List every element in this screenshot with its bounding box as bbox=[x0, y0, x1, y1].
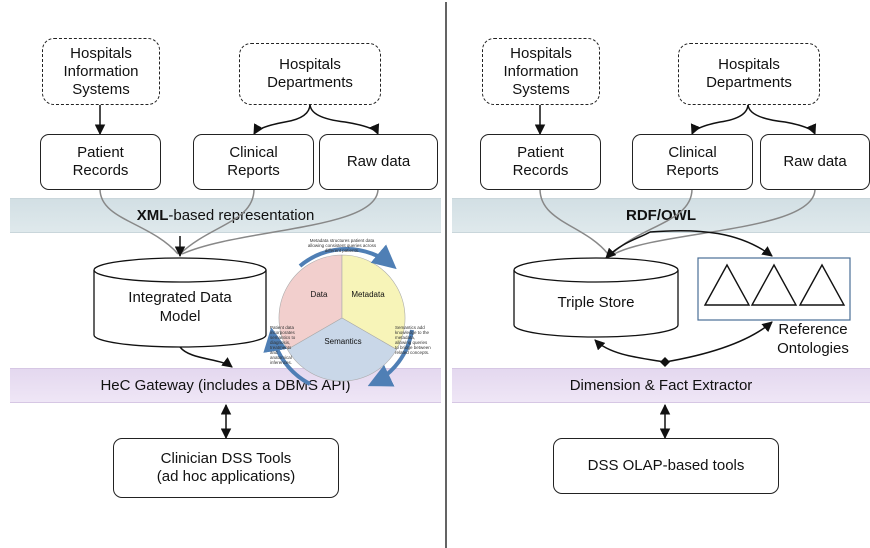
cycle-segment-metadata bbox=[341, 254, 406, 350]
cycle-note-top: Metadata structures patient data allowin… bbox=[307, 238, 377, 253]
left-dss-tools-box: Clinician DSS Tools (ad hoc applications… bbox=[113, 438, 339, 498]
right-raw-data-box: Raw data bbox=[760, 134, 870, 190]
xml-representation-band: XML-based representation bbox=[10, 198, 441, 233]
right-his-box: Hospitals Information Systems bbox=[482, 38, 600, 105]
cycle-note-right: Semantics add knowledge to the metadata,… bbox=[395, 325, 431, 355]
cycle-label-semantics: Semantics bbox=[324, 337, 362, 346]
triple-store-cylinder bbox=[513, 257, 679, 338]
cycle-label-data: Data bbox=[310, 290, 328, 299]
left-clinical-reports-box: Clinical Reports bbox=[193, 134, 314, 190]
xml-band-text: -based representation bbox=[168, 207, 315, 224]
ontology-triangle-2 bbox=[750, 263, 798, 306]
right-departments-box: Hospitals Departments bbox=[678, 43, 820, 105]
gray-curve-patient-r bbox=[539, 188, 609, 255]
arrow-to-triple-store bbox=[605, 231, 651, 259]
rdf-band-text: RDF/OWL bbox=[626, 207, 696, 224]
xml-band-bold: XML bbox=[136, 207, 169, 224]
cycle-arrow-right bbox=[367, 329, 414, 387]
ontology-triangle-1 bbox=[703, 263, 751, 306]
right-dss-tools-box: DSS OLAP-based tools bbox=[553, 438, 779, 494]
left-his-box: Hospitals Information Systems bbox=[42, 38, 160, 105]
gray-curve-patient bbox=[99, 188, 179, 255]
arrow-model-to-gateway bbox=[179, 346, 233, 368]
right-patient-records-box: Patient Records bbox=[480, 134, 601, 190]
gray-curve-rawdata bbox=[181, 188, 379, 255]
extractor-label: Dimension & Fact Extractor bbox=[569, 377, 753, 394]
reference-ontologies-label: Reference Ontologies bbox=[777, 321, 849, 357]
junction-diamond bbox=[660, 357, 670, 367]
integrated-model-cylinder bbox=[93, 257, 267, 348]
left-raw-data-box: Raw data bbox=[319, 134, 438, 190]
extractor-band: Dimension & Fact Extractor bbox=[452, 368, 870, 403]
arrow-to-ontologies bbox=[649, 229, 773, 257]
ontology-triangle-3 bbox=[798, 263, 846, 306]
left-departments-box: Hospitals Departments bbox=[239, 43, 381, 105]
arrow-departments-to-reports bbox=[253, 103, 311, 135]
cycle-arrow-left bbox=[263, 327, 311, 386]
arrow-departments-to-rawdata-r bbox=[747, 103, 817, 135]
rdf-owl-band: RDF/OWL bbox=[452, 198, 870, 233]
arrow-extractor-triple-store bbox=[594, 339, 666, 363]
data-cycle-graphic bbox=[263, 244, 414, 387]
right-clinical-reports-box: Clinical Reports bbox=[632, 134, 753, 190]
arrow-departments-to-rawdata bbox=[309, 103, 380, 135]
hec-gateway-label: HeC Gateway (includes a DBMS API) bbox=[100, 377, 351, 394]
integrated-model-label: Integrated Data Model bbox=[128, 289, 232, 325]
gray-curve-rawdata-r bbox=[613, 188, 816, 255]
cycle-note-left: Patient data incorporates semantics to d… bbox=[270, 325, 296, 365]
arrow-extractor-ontologies bbox=[664, 321, 773, 363]
gray-curve-reports bbox=[179, 188, 255, 255]
cycle-arrow-top bbox=[298, 244, 397, 270]
triple-store-label: Triple Store bbox=[557, 294, 635, 311]
cycle-label-metadata: Metadata bbox=[351, 290, 385, 299]
arrow-departments-to-reports-r bbox=[690, 103, 749, 135]
left-patient-records-box: Patient Records bbox=[40, 134, 161, 190]
